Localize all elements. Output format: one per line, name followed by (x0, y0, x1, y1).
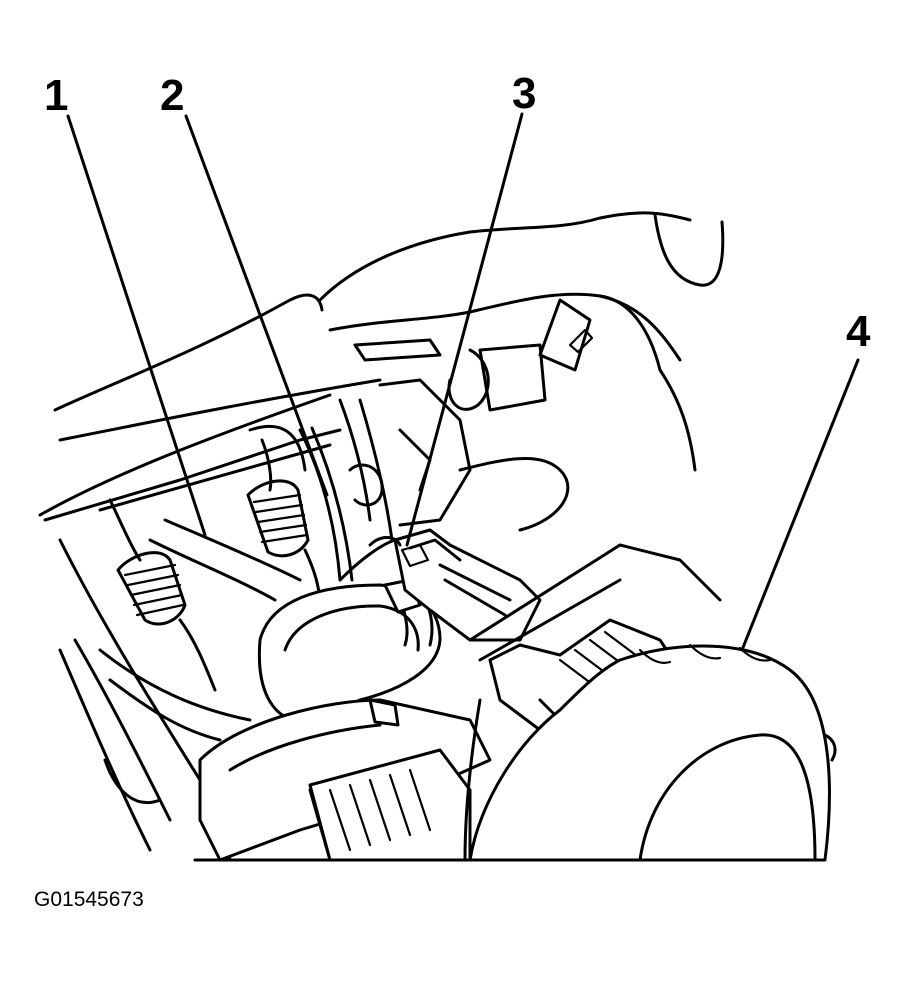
leader-line-3 (405, 112, 524, 547)
steering-wheel-hub (468, 643, 837, 862)
leader-lines (66, 112, 860, 652)
dash-panel-outline (38, 211, 725, 517)
spring-left (108, 498, 217, 692)
ribbed-block (308, 748, 472, 862)
callout-3: 3 (512, 69, 536, 118)
leader-line-2 (184, 114, 329, 497)
bracket-area (338, 378, 570, 542)
callout-4: 4 (846, 307, 871, 356)
connector-assembly (368, 528, 542, 642)
callout-2: 2 (160, 71, 184, 120)
figure-id: G01545673 (34, 888, 144, 911)
callout-1: 1 (44, 71, 68, 120)
steering-column-jacket (43, 428, 342, 862)
leader-line-1 (66, 114, 207, 537)
leader-line-4 (740, 358, 860, 652)
spring-right (246, 424, 322, 602)
